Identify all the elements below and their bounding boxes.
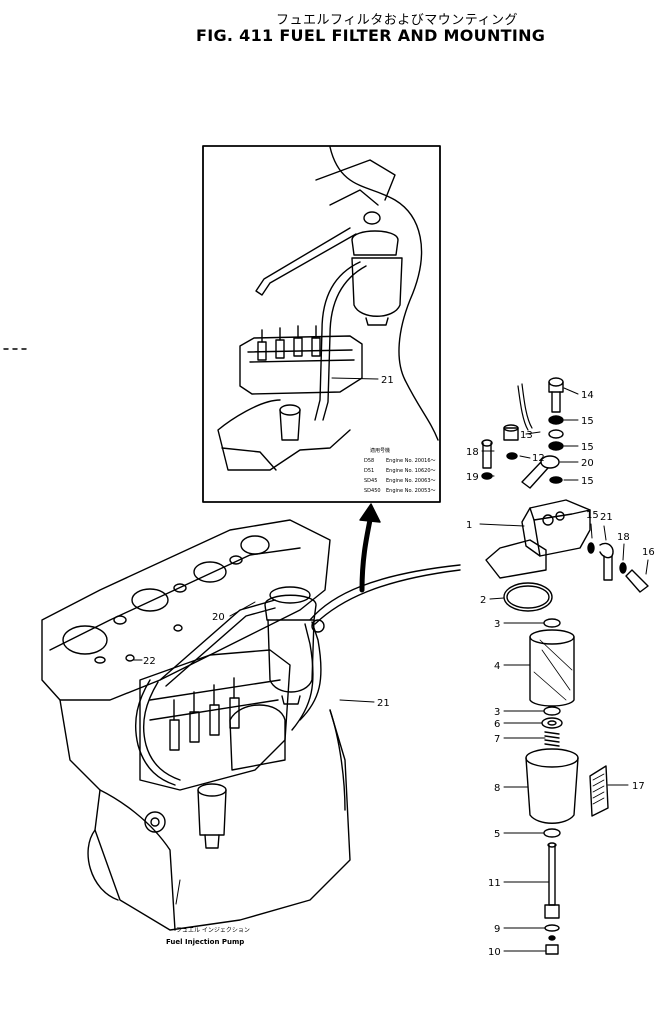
callout-label: 18 xyxy=(617,532,630,543)
callout-label: 19 xyxy=(466,472,479,483)
callout-label: 12 xyxy=(532,453,545,464)
inset-table-serial: Engine No. 20053～ xyxy=(386,488,436,494)
callout-label: 15 xyxy=(581,476,594,487)
callout-label: 4 xyxy=(494,661,500,672)
inset-table-model: D58 xyxy=(364,458,374,464)
callout-label: 13 xyxy=(520,430,533,441)
callout-label: 15 xyxy=(581,416,594,427)
callout-label: 5 xyxy=(494,829,500,840)
figure-title: FIG. 411 FUEL FILTER AND MOUNTING xyxy=(196,26,546,45)
callout-label: 15 xyxy=(586,510,599,521)
inset-table-serial: Engine No. 10620～ xyxy=(386,468,436,474)
callout-label: 21 xyxy=(381,375,394,386)
callout-label: 15 xyxy=(581,442,594,453)
inset-table-model: D51 xyxy=(364,468,374,474)
callout-numbers: 14 15 13 15 18 12 20 19 15 1 15 21 18 16… xyxy=(143,375,655,958)
callout-label: 20 xyxy=(212,612,225,623)
callout-label: 7 xyxy=(494,734,500,745)
inset-table-model: SD450 xyxy=(364,488,381,494)
inset-detail-view: 適用号機 D58 Engine No. 20016～ D51 Engine No… xyxy=(202,145,441,503)
inset-table-serial: Engine No. 20016～ xyxy=(386,458,436,464)
callout-label: 3 xyxy=(494,619,500,630)
pump-label-japanese: フュエル インジェクション xyxy=(176,927,250,934)
pump-label: Fuel Injection Pump xyxy=(166,938,244,946)
callout-label: 6 xyxy=(494,719,500,730)
callout-label: 20 xyxy=(581,458,594,469)
inset-table-model: SD45 xyxy=(364,478,377,484)
engine-assembly-drawing xyxy=(41,519,461,931)
callout-label: 11 xyxy=(488,878,501,889)
callout-label: 17 xyxy=(632,781,645,792)
callout-label: 9 xyxy=(494,924,500,935)
callout-label: 2 xyxy=(480,595,486,606)
callout-label: 10 xyxy=(488,947,501,958)
callout-label: 21 xyxy=(377,698,390,709)
callout-label: 1 xyxy=(466,520,472,531)
callout-label: 18 xyxy=(466,447,479,458)
inset-table-header: 適用号機 xyxy=(370,447,390,454)
callout-label: 16 xyxy=(642,547,655,558)
inset-table-serial: Engine No. 20063～ xyxy=(386,478,436,484)
leader-lines xyxy=(132,387,649,952)
callout-label: 21 xyxy=(600,512,613,523)
figure-title-japanese: フュエルフィルタおよびマウンティング xyxy=(276,13,518,28)
callout-label: 14 xyxy=(581,390,594,401)
exploded-view-parts xyxy=(481,377,649,955)
callout-label: 22 xyxy=(143,656,156,667)
callout-label: 3 xyxy=(494,707,500,718)
callout-label: 8 xyxy=(494,783,500,794)
reference-arrow xyxy=(359,503,381,593)
